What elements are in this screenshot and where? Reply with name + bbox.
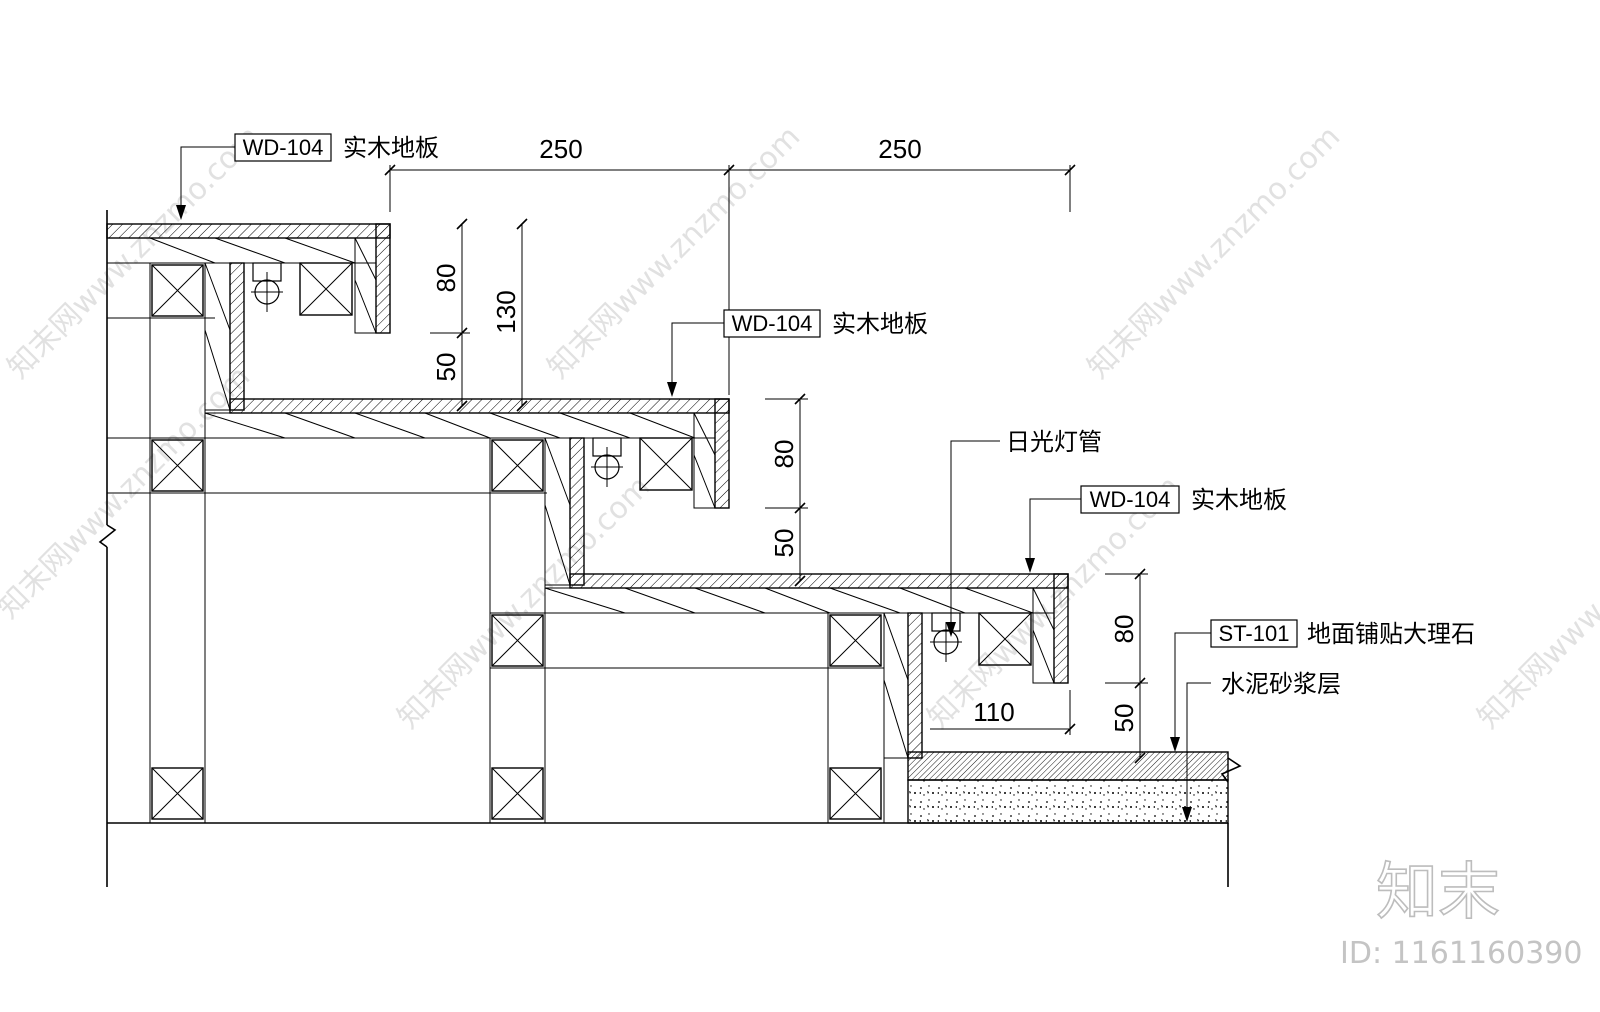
tag-wd-104: WD-104 bbox=[732, 311, 813, 336]
label-marble-floor: 地面铺贴大理石 bbox=[1307, 620, 1475, 648]
floor-finish bbox=[907, 751, 1229, 824]
image-id-text: ID: 1161160390 bbox=[1340, 936, 1582, 971]
dim-step3-upper: 80 bbox=[1109, 615, 1139, 644]
dim-step3-lower: 50 bbox=[1109, 704, 1139, 733]
tag-wd-104: WD-104 bbox=[243, 135, 324, 160]
dim-step1-upper: 80 bbox=[431, 264, 461, 293]
brand-watermark: 知末 ID: 1161160390 bbox=[1340, 854, 1582, 971]
dimension-lines bbox=[384, 164, 1148, 764]
dim-step2-lower: 50 bbox=[769, 529, 799, 558]
step-1 bbox=[106, 223, 391, 411]
step-2 bbox=[151, 398, 730, 586]
dim-step1-lower: 50 bbox=[431, 353, 461, 382]
label-solid-wood-floor: 实木地板 bbox=[1191, 486, 1287, 514]
dim-step2-upper: 80 bbox=[769, 440, 799, 469]
annotations: WD-104 实木地板 WD-104 实木地板 日光灯管 WD-104 实木地板… bbox=[176, 133, 1475, 822]
step-3 bbox=[491, 573, 1069, 759]
tag-wd-104: WD-104 bbox=[1090, 487, 1171, 512]
watermark-text: 知末网www.znzmo.com bbox=[1081, 119, 1347, 385]
label-solid-wood-floor: 实木地板 bbox=[832, 310, 928, 338]
dim-step1-total: 130 bbox=[491, 290, 521, 333]
dim-top-run-1: 250 bbox=[539, 134, 582, 164]
label-solid-wood-floor: 实木地板 bbox=[343, 134, 439, 162]
label-fluorescent-tube: 日光灯管 bbox=[1006, 428, 1102, 456]
watermark-text: 知末网www.znzmo.com bbox=[1, 119, 267, 385]
watermark-text: 知末网www.znzmo.com bbox=[1471, 469, 1600, 735]
dim-toe-width: 110 bbox=[973, 697, 1014, 727]
dim-top-run-2: 250 bbox=[878, 134, 921, 164]
base-blocks bbox=[151, 767, 882, 820]
brand-logo-text: 知末 bbox=[1376, 855, 1500, 928]
dimension-texts: 250 250 80 50 130 80 50 80 50 110 bbox=[431, 134, 1139, 732]
label-cement-mortar: 水泥砂浆层 bbox=[1221, 670, 1341, 698]
tag-st-101: ST-101 bbox=[1219, 621, 1290, 646]
watermark-text: 知末网www.znzmo.com bbox=[391, 469, 657, 735]
